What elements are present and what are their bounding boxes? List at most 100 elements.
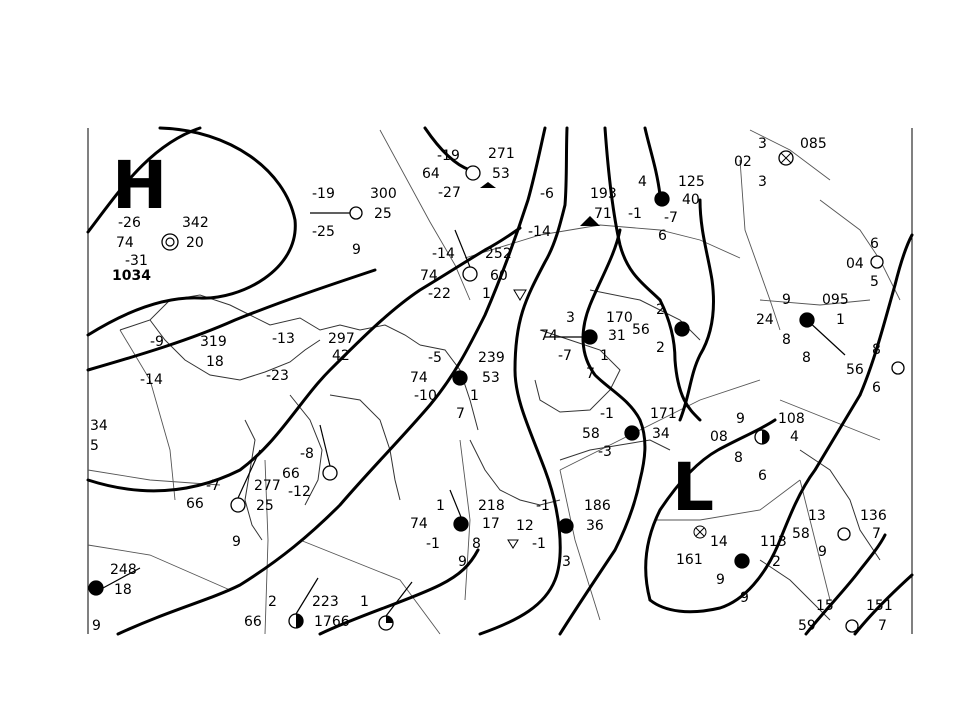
station-value: 5 bbox=[870, 274, 879, 290]
station-value: -1 bbox=[628, 206, 642, 222]
station-s19: -1 186 12 36 -1 3 bbox=[516, 498, 611, 570]
station-value: 1 bbox=[600, 348, 609, 364]
high-pressure-label: H bbox=[112, 147, 167, 224]
station-temp: -1 bbox=[600, 406, 614, 422]
station-s23: 248 18 9 bbox=[88, 562, 141, 634]
station-temp: -26 bbox=[118, 215, 141, 231]
station-tendency: 7 bbox=[872, 526, 881, 542]
station-tendency: 18 bbox=[206, 354, 224, 370]
station-pressure: 085 bbox=[800, 136, 827, 152]
station-value: -27 bbox=[438, 185, 461, 201]
station-dewpoint: 74 bbox=[540, 328, 558, 344]
station-temp: 6 bbox=[870, 236, 879, 252]
station-circle bbox=[452, 370, 468, 386]
station-tendency: 53 bbox=[492, 166, 510, 182]
station-value: 5 bbox=[90, 438, 99, 454]
station-dewpoint: 58 bbox=[792, 526, 810, 542]
station-tendency: 31 bbox=[608, 328, 626, 344]
station-value: 8 bbox=[734, 450, 743, 466]
station-pressure: 300 bbox=[370, 186, 397, 202]
station-tendency: 25 bbox=[256, 498, 274, 514]
political-borders bbox=[87, 129, 901, 635]
station-dewpoint: 56 bbox=[632, 322, 650, 338]
station-dewpoint: 66 bbox=[244, 614, 262, 630]
station-temp: 9 bbox=[782, 292, 791, 308]
station-s3: -26 342 74 20 -31 1034 bbox=[112, 215, 209, 284]
station-value: 1034 bbox=[112, 268, 151, 284]
station-circle bbox=[349, 206, 363, 220]
station-temp: -1 bbox=[536, 498, 550, 514]
station-circle bbox=[88, 580, 104, 596]
station-pressure: 151 bbox=[866, 598, 893, 614]
station-value: 9 bbox=[92, 618, 101, 634]
station-s12: 8 56 6 bbox=[846, 342, 905, 396]
station-circle bbox=[230, 497, 246, 513]
station-value: 9 bbox=[352, 242, 361, 258]
station-temp: -7 bbox=[206, 478, 220, 494]
station-s4: -14 252 74 60 -22 1 bbox=[420, 229, 527, 302]
station-dewpoint: -14 bbox=[140, 372, 163, 388]
station-temp: 3 bbox=[758, 136, 767, 152]
station-circle bbox=[845, 619, 859, 633]
station-pressure: 170 bbox=[606, 310, 633, 326]
station-tendency: 42 bbox=[332, 348, 350, 364]
station-temp: 2 bbox=[656, 302, 665, 318]
station-value: -1 bbox=[426, 536, 440, 552]
station-value: 9 bbox=[458, 554, 467, 570]
station-dewpoint: 24 bbox=[756, 312, 774, 328]
station-circle bbox=[624, 425, 640, 441]
station-s11: 9 095 24 1 8 8 bbox=[756, 292, 849, 366]
station-value: -3 bbox=[598, 444, 612, 460]
station-tendency: 34 bbox=[652, 426, 670, 442]
station-temp: 2 bbox=[268, 594, 277, 610]
station-pressure: 108 bbox=[778, 411, 805, 427]
station-tendency: 60 bbox=[490, 268, 508, 284]
station-value: 7 bbox=[586, 366, 595, 382]
station-value: -12 bbox=[288, 484, 311, 500]
station-s24: 2 223 1 66 1766 bbox=[244, 577, 369, 630]
station-value: 66 bbox=[282, 466, 300, 482]
station-temp: -19 bbox=[312, 186, 335, 202]
station-s20: 14 113 161 2 9 9 bbox=[676, 525, 787, 606]
station-value: -7 bbox=[558, 348, 572, 364]
station-dewpoint: 04 bbox=[846, 256, 864, 272]
station-value: -22 bbox=[428, 286, 451, 302]
station-s16: -8 bbox=[300, 424, 338, 481]
station-value: 9 bbox=[818, 544, 827, 560]
station-value: 9 bbox=[716, 572, 725, 588]
station-value: 1 bbox=[470, 388, 479, 404]
station-value: 161 bbox=[676, 552, 703, 568]
station-value: 6 bbox=[872, 380, 881, 396]
station-value: 8 bbox=[472, 536, 481, 552]
station-value: -10 bbox=[414, 388, 437, 404]
station-temp: 1 bbox=[436, 498, 445, 514]
station-s1: -19 64 -27 271 53 bbox=[422, 146, 515, 201]
station-circle bbox=[837, 527, 851, 541]
station-temp: 4 bbox=[638, 174, 647, 190]
station-s6: -6 193 -14 71 -1 4 125 40 -7 6 bbox=[528, 174, 705, 244]
station-tendency: 2 bbox=[772, 554, 781, 570]
station-s15: -13 297 -23 42 -9 319 18 -14 bbox=[140, 331, 355, 388]
station-dewpoint: 64 bbox=[422, 166, 440, 182]
station-value: 6 bbox=[658, 228, 667, 244]
station-tendency: 1766 bbox=[314, 614, 350, 630]
low-pressure-center: L bbox=[672, 449, 714, 526]
station-s21: 13 136 58 7 9 bbox=[792, 508, 887, 560]
station-pressure: 248 bbox=[110, 562, 137, 578]
station-pressure: 342 bbox=[182, 215, 209, 231]
station-dewpoint: 58 bbox=[582, 426, 600, 442]
station-pressure: 136 bbox=[860, 508, 887, 524]
station-tendency: 17 bbox=[482, 516, 500, 532]
station-circle bbox=[582, 329, 598, 345]
station-value: 1 bbox=[360, 594, 369, 610]
station-tendency: 7 bbox=[878, 618, 887, 634]
station-tendency: 4 bbox=[790, 429, 799, 445]
station-value: -1 bbox=[532, 536, 546, 552]
station-value: 3 bbox=[758, 174, 767, 190]
high-pressure-center: H bbox=[112, 147, 167, 224]
station-temp: 8 bbox=[872, 342, 881, 358]
station-circle bbox=[453, 516, 469, 532]
station-value: 6 bbox=[758, 468, 767, 484]
station-dewpoint: 59 bbox=[798, 618, 816, 634]
